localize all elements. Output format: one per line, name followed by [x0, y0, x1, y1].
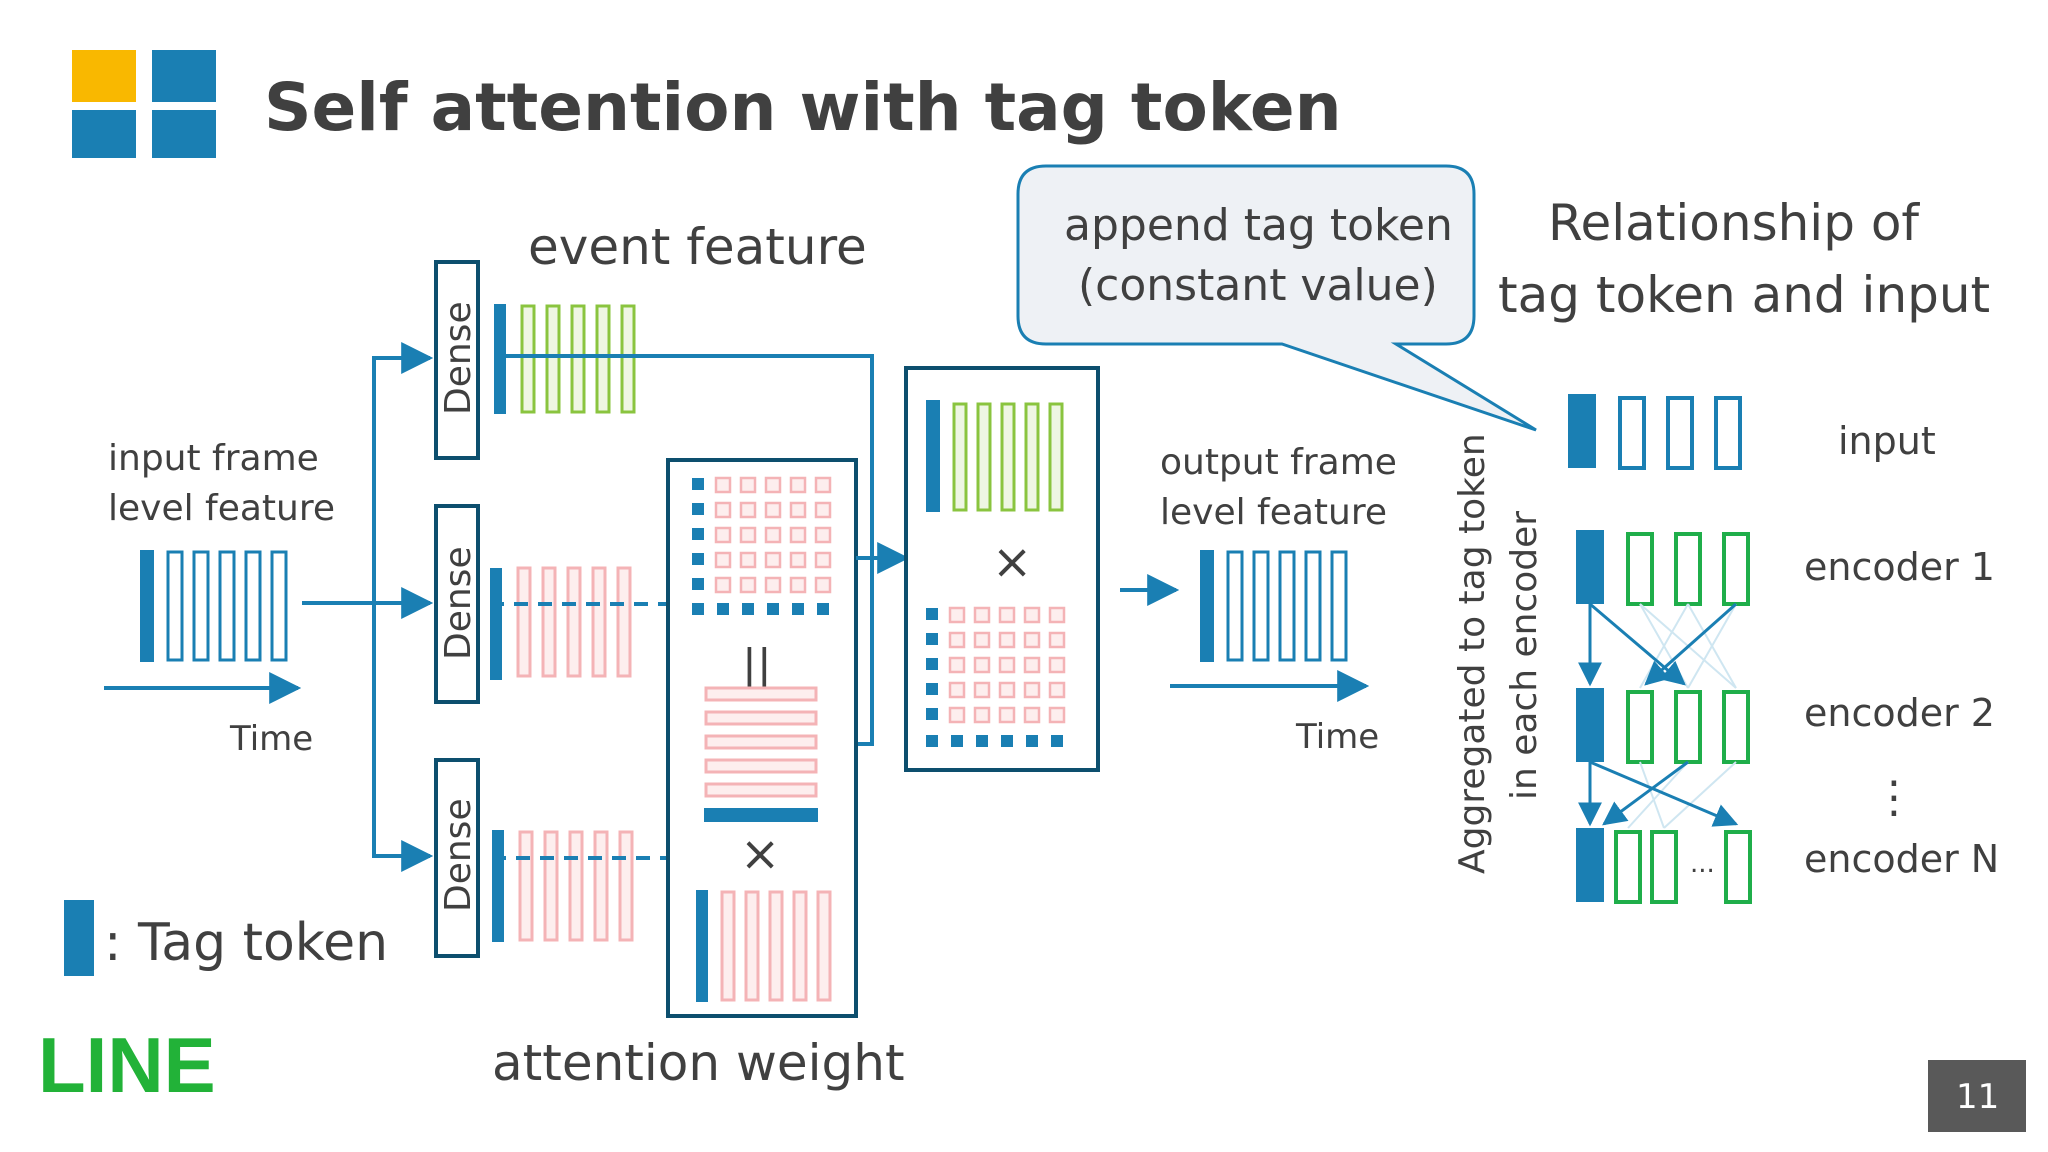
input-to-dense-arrows: [302, 342, 434, 872]
relationship-title-line1: Relationship of: [1548, 194, 1920, 252]
event-feature-label: event feature: [528, 218, 867, 276]
page-number: 11: [1956, 1077, 1999, 1117]
input-frame-label-line2: level feature: [108, 488, 335, 529]
event-feature-bars: [494, 304, 636, 414]
output-frame-label-line1: output frame: [1160, 442, 1397, 483]
dense-label-middle: Dense: [438, 546, 479, 660]
relationship-arrows: [1578, 602, 1739, 827]
output-frame-label-line2: level feature: [1160, 492, 1387, 533]
tag-token-legend-label: : Tag token: [104, 913, 388, 973]
relationship-encoder1-row: [1576, 530, 1750, 606]
dense-box-top: Dense: [434, 260, 480, 460]
callout-line2: (constant value): [1078, 260, 1438, 311]
attention-matrix-top: [692, 476, 832, 615]
multiply-sign-attention: ×: [740, 826, 780, 882]
windows-style-logo-icon: [72, 50, 216, 158]
attention-weight-label: attention weight: [492, 1034, 905, 1092]
transposed-tag-bar: [704, 808, 818, 822]
relationship-encoder2-row: [1576, 688, 1750, 764]
key-feature-bars: [492, 830, 634, 942]
page-number-box: [1928, 1060, 2026, 1132]
row-label-encoder2: encoder 2: [1804, 691, 1995, 735]
line-logo: LINE: [38, 1021, 216, 1109]
output-feature-bars: [1200, 550, 1348, 662]
relationship-title-line2: tag token and input: [1498, 266, 1990, 324]
result-event-bars: [926, 400, 1064, 512]
append-tag-callout: append tag token (constant value): [1016, 164, 1537, 432]
equals-sign: ||: [742, 640, 772, 691]
dense-box-middle: Dense: [434, 504, 480, 704]
page-title: Self attention with tag token: [264, 69, 1342, 146]
row-label-encoderN: encoder N: [1804, 837, 1999, 881]
callout-line1: append tag token: [1064, 200, 1453, 251]
event-feature-connector: [494, 354, 874, 746]
tag-token-legend-swatch: [64, 900, 94, 976]
dense-label-top: Dense: [438, 301, 479, 415]
time-label-right: Time: [1295, 717, 1379, 757]
row-label-encoder1: encoder 1: [1804, 545, 1995, 589]
key-vertical-bars: [696, 890, 832, 1002]
aggregated-label-line2: in each encoder: [1504, 511, 1545, 800]
time-label-left: Time: [229, 719, 313, 759]
dense-box-bottom: Dense: [434, 758, 480, 958]
relationship-encoderN-row: [1576, 828, 1752, 904]
transposed-query-bars: [704, 686, 818, 798]
row-label-input: input: [1838, 419, 1936, 463]
vertical-ellipsis: ⋮: [1872, 772, 1916, 823]
encoderN-inline-ellipsis: ...: [1690, 849, 1715, 879]
multiply-sign-result: ×: [992, 534, 1032, 590]
result-attention-matrix: [926, 606, 1066, 747]
dense-label-bottom: Dense: [438, 798, 479, 912]
aggregated-label-line1: Aggregated to tag token: [1452, 433, 1493, 874]
query-feature-bars: [490, 566, 632, 680]
relationship-input-row: [1568, 394, 1742, 470]
input-frame-label-line1: input frame: [108, 438, 319, 479]
input-feature-bars: [140, 550, 288, 662]
